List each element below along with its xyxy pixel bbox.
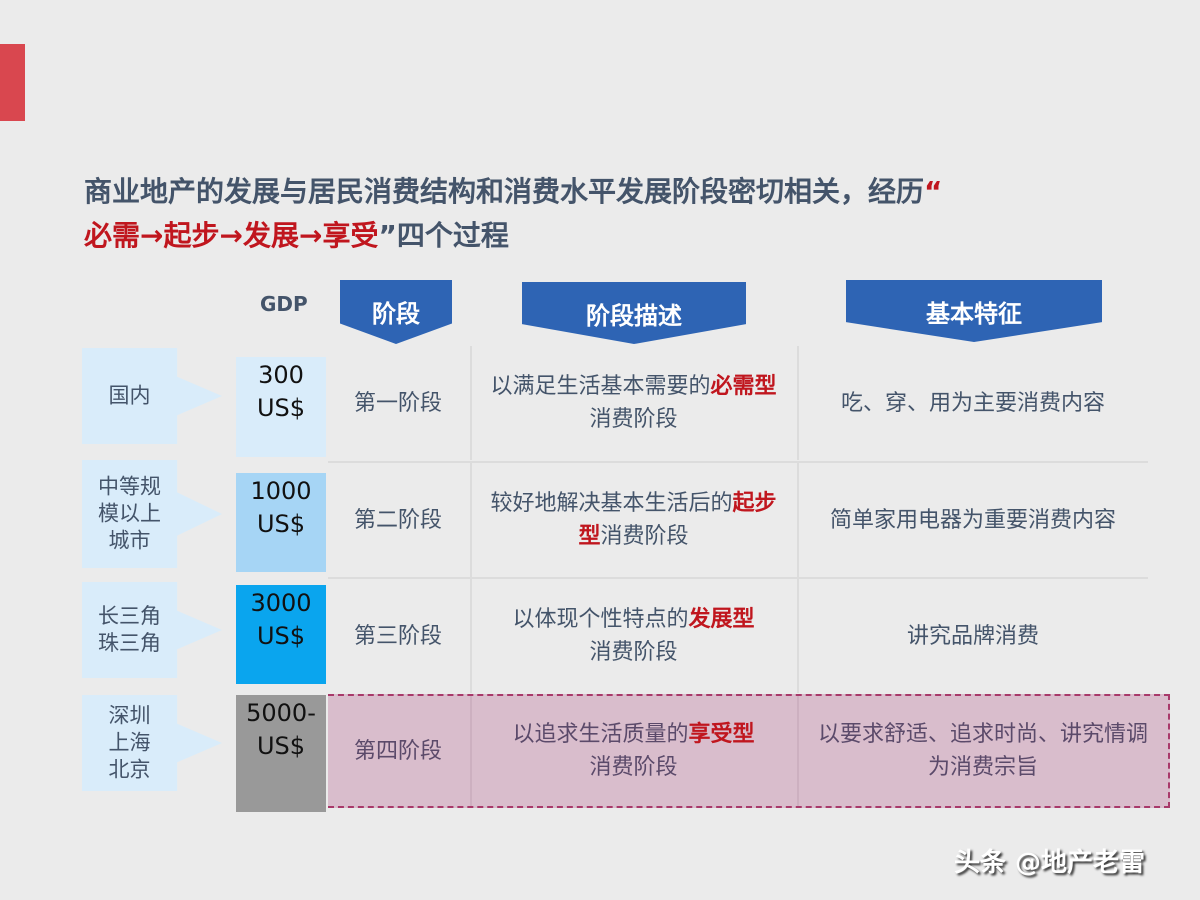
region-label: 长三角 珠三角 [82,603,177,657]
desc-text: 以满足生活基本需要的 [490,374,711,399]
gdp-box: 1000 US$ [236,473,326,572]
region-arrow: 深圳 上海 北京 [82,695,222,791]
stage-cell: 第二阶段 [353,507,442,533]
stage-keyword: 必需 [84,219,141,252]
features-cell: 吃、穿、用为主要消费内容 [797,346,1147,460]
watermark: 头条 @地产老雷 [954,848,1146,878]
table-row: 第一阶段 以满足生活基本需要的必需型消费阶段 吃、穿、用为主要消费内容 [328,346,1148,460]
stage-cell: 第四阶段 [353,738,442,764]
arrow-icon: → [140,219,164,252]
region-line: 模以上 [98,501,161,526]
gdp-box: 300 US$ [236,357,326,457]
desc-text: 以体现个性特点的 [512,607,689,632]
description-header-label: 阶段描述 [586,302,682,330]
gdp-unit: US$ [256,510,306,538]
features-cell: 简单家用电器为重要消费内容 [797,463,1147,577]
gdp-value: 300 [258,361,304,389]
desc-text: 较好地解决基本生活后的 [490,491,733,516]
desc-highlight: 发展型 [688,607,755,632]
gdp-box: 3000 US$ [236,585,326,684]
gdp-value: 5000- [246,699,316,727]
description-header: 阶段描述 [522,282,746,344]
gdp-unit: US$ [256,622,306,650]
stage-header-label: 阶段 [372,300,420,328]
features-header: 基本特征 [846,280,1102,342]
region-line: 国内 [108,383,151,408]
gdp-unit: US$ [256,732,306,760]
table-row: 第三阶段 以体现个性特点的发展型消费阶段 讲究品牌消费 [328,579,1148,693]
stage-keyword: 发展 [242,219,299,252]
row-divider [328,461,1148,463]
region-arrow: 国内 [82,348,222,444]
open-quote: “ [924,175,943,208]
region-line: 城市 [108,528,151,553]
stage-cell: 第三阶段 [353,623,442,649]
desc-text: 消费阶段 [589,640,678,665]
description-cell: 以体现个性特点的发展型消费阶段 [470,579,795,693]
region-line: 中等规 [98,474,161,499]
desc-text: 以追求生活质量的 [512,722,689,747]
stage-header: 阶段 [340,280,452,344]
close-quote: ” [378,219,397,252]
region-line: 珠三角 [98,631,161,655]
region-label: 深圳 上海 北京 [82,703,177,784]
accent-bar [0,44,25,121]
features-header-label: 基本特征 [926,300,1022,328]
features-cell: 以要求舒适、追求时尚、讲究情调为消费宗旨 [797,696,1167,806]
region-line: 北京 [108,757,151,782]
region-arrow: 长三角 珠三角 [82,582,222,678]
table-row: 第二阶段 较好地解决基本生活后的起步型消费阶段 简单家用电器为重要消费内容 [328,463,1148,577]
title-text: 商业地产的发展与居民消费结构和消费水平发展阶段密切相关，经历 [84,175,925,208]
region-arrow: 中等规 模以上 城市 [82,460,222,568]
description-cell: 以追求生活质量的享受型消费阶段 [470,696,795,806]
stage-cell: 第一阶段 [353,390,442,416]
stage-keyword: 起步 [163,219,220,252]
gdp-header: GDP [260,292,308,316]
desc-highlight: 起步型 [578,491,777,549]
page-title: 商业地产的发展与居民消费结构和消费水平发展阶段密切相关，经历“ 必需→起步→发展… [84,170,1144,258]
description-cell: 以满足生活基本需要的必需型消费阶段 [470,346,795,460]
stage-keyword: 享受 [322,219,379,252]
gdp-value: 1000 [250,477,312,505]
region-label: 中等规 模以上 城市 [82,474,177,555]
arrow-icon: → [298,219,323,252]
desc-highlight: 享受型 [688,722,755,747]
desc-text: 消费阶段 [589,755,678,780]
region-line: 长三角 [98,604,161,628]
region-line: 上海 [108,730,151,755]
gdp-unit: US$ [256,394,306,422]
table-row-highlighted: 第四阶段 以追求生活质量的享受型消费阶段 以要求舒适、追求时尚、讲究情调为消费宗… [328,694,1170,808]
desc-text: 消费阶段 [589,407,678,432]
title-suffix: 四个过程 [396,219,509,252]
description-cell: 较好地解决基本生活后的起步型消费阶段 [470,463,795,577]
features-cell: 讲究品牌消费 [797,579,1147,693]
desc-text: 消费阶段 [600,524,689,549]
desc-highlight: 必需型 [710,374,777,399]
arrow-icon: → [219,219,243,252]
gdp-box: 5000- US$ [236,695,326,812]
row-divider [328,577,1148,579]
gdp-value: 3000 [250,589,312,617]
region-line: 深圳 [108,703,151,728]
